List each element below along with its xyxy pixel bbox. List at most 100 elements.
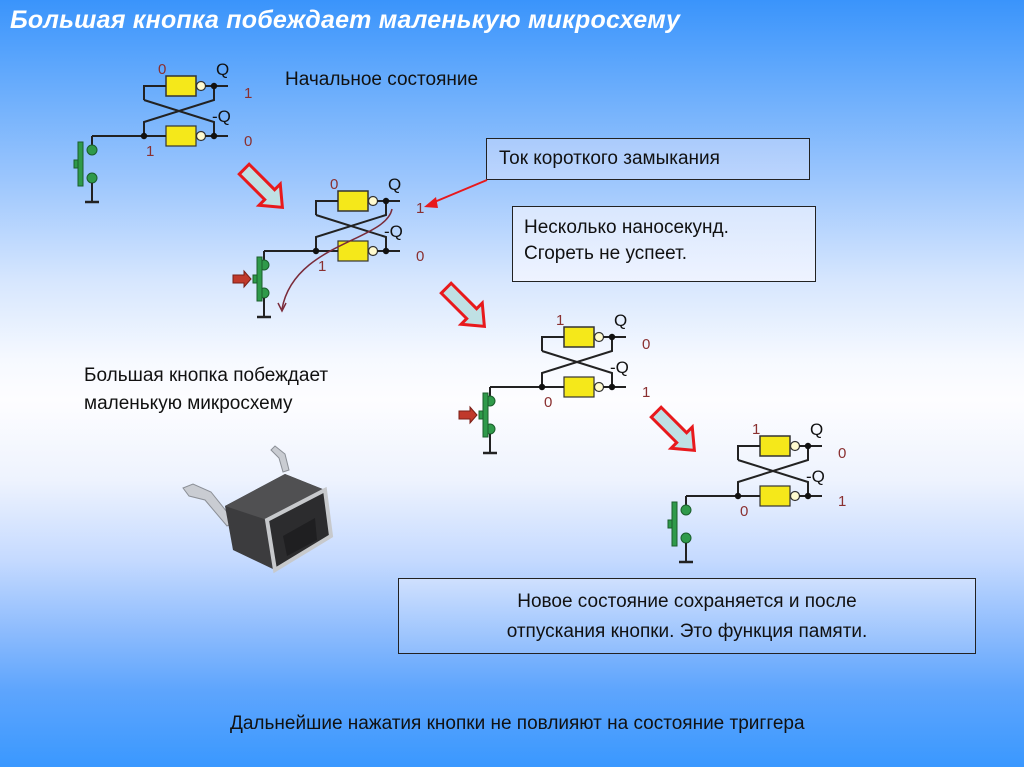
push-button-plunger [671, 501, 678, 547]
cross-wire-2 [143, 86, 215, 136]
inverter-bubble-bottom [593, 381, 605, 393]
nq-value: 0 [416, 248, 424, 265]
nand-gate-top [563, 326, 595, 348]
cross-wire-1 [143, 99, 215, 136]
push-button-plunger [482, 392, 489, 438]
junction-dot [804, 492, 812, 500]
input-bottom-value: 0 [544, 394, 552, 411]
memory-line1: Новое состояние сохраняется и после [517, 591, 857, 612]
junction-dot [210, 82, 218, 90]
top-input-wire [315, 200, 338, 215]
input-top-value: 0 [330, 176, 338, 193]
push-button-knob [478, 410, 484, 420]
tactile-button-image [182, 445, 334, 574]
top-input-wire [541, 336, 564, 351]
memory-function-box: Новое состояние сохраняется и после отпу… [398, 578, 976, 654]
short-circuit-box: Ток короткого замыкания [486, 138, 810, 180]
nanoseconds-box: Несколько наносекунд. Сгореть не успеет. [512, 206, 816, 282]
push-button-knob [73, 159, 79, 169]
push-button-knob [252, 274, 258, 284]
q-value: 1 [416, 200, 424, 217]
button-contact-top [680, 504, 692, 516]
short-circuit-arrowhead [277, 302, 287, 313]
nand-gate-bottom [759, 485, 791, 507]
junction-dot [734, 492, 742, 500]
inverter-bubble-bottom [195, 130, 207, 142]
nanoseconds-text: Несколько наносекунд. Сгореть не успеет. [524, 215, 729, 267]
input-top-value: 0 [158, 61, 166, 78]
nand-gate-bottom [563, 376, 595, 398]
q-label: Q [810, 420, 823, 439]
step-arrow-2 [439, 281, 487, 329]
nq-label: -Q [212, 107, 231, 126]
inverter-bubble-top [195, 80, 207, 92]
cross-wire-2 [737, 446, 809, 496]
junction-dot [382, 197, 390, 205]
junction-dot [210, 132, 218, 140]
cross-wire-2 [541, 337, 613, 387]
step-arrow-1 [237, 162, 285, 210]
nanoseconds-line2: Сгореть не успеет. [524, 243, 687, 264]
nand-gate-top [165, 75, 197, 97]
cross-wire-1 [315, 214, 387, 251]
cross-wire-2 [315, 201, 387, 251]
nq-value: 0 [244, 133, 252, 150]
short-circuit-text: Ток короткого замыкания [499, 148, 720, 169]
junction-dot [538, 383, 546, 391]
inverter-bubble-bottom [367, 245, 379, 257]
button-contact-bottom [680, 532, 692, 544]
push-button-plunger [256, 256, 263, 302]
input-top-value: 1 [556, 312, 564, 329]
press-arrow-icon [232, 269, 252, 289]
circuit-pressed: 01Q-Q10 [232, 175, 424, 319]
memory-line2: отпускания кнопки. Это функция памяти. [506, 621, 868, 642]
press-arrow-icon [458, 405, 478, 425]
inverter-bubble-bottom [789, 490, 801, 502]
push-button-plunger [77, 141, 84, 187]
junction-dot [140, 132, 148, 140]
button-contact-bottom [86, 172, 98, 184]
nq-value: 1 [838, 493, 846, 510]
input-bottom-value: 1 [146, 143, 154, 160]
cross-wire-1 [541, 350, 613, 387]
inverter-bubble-top [593, 331, 605, 343]
slide-title: Большая кнопка побеждает маленькую микро… [10, 6, 681, 34]
step-arrow-3 [649, 405, 697, 453]
circuit-initial: 01Q-Q10 [73, 60, 252, 204]
nand-gate-top [759, 435, 791, 457]
top-input-wire [737, 445, 760, 460]
q-value: 0 [642, 336, 650, 353]
junction-dot [608, 383, 616, 391]
circuit-released: 10Q-Q01 [667, 420, 846, 564]
junction-dot [608, 333, 616, 341]
big-button-caption-line2: маленькую микросхему [84, 393, 293, 414]
nq-value: 1 [642, 384, 650, 401]
initial-state-label: Начальное состояние [285, 69, 479, 90]
input-top-value: 1 [752, 421, 760, 438]
q-label: Q [614, 311, 627, 330]
junction-dot [312, 247, 320, 255]
inverter-bubble-top [367, 195, 379, 207]
circuit-switched: 10Q-Q01 [458, 311, 650, 455]
junction-dot [382, 247, 390, 255]
input-bottom-value: 1 [318, 258, 326, 275]
inverter-bubble-top [789, 440, 801, 452]
top-input-wire [143, 85, 166, 100]
big-button-caption-line1: Большая кнопка побеждает [84, 365, 329, 386]
nand-gate-bottom [165, 125, 197, 147]
bottom-note: Дальнейшие нажатия кнопки не повлияют на… [230, 713, 805, 734]
nq-label: -Q [610, 358, 629, 377]
q-value: 0 [838, 445, 846, 462]
junction-dot [804, 442, 812, 450]
q-label: Q [388, 175, 401, 194]
short-circuit-path [281, 208, 393, 310]
nand-gate-top [337, 190, 369, 212]
cross-wire-1 [737, 459, 809, 496]
nq-label: -Q [806, 467, 825, 486]
q-value: 1 [244, 85, 252, 102]
input-bottom-value: 0 [740, 503, 748, 520]
push-button-knob [667, 519, 673, 529]
nanoseconds-line1: Несколько наносекунд. [524, 217, 729, 238]
